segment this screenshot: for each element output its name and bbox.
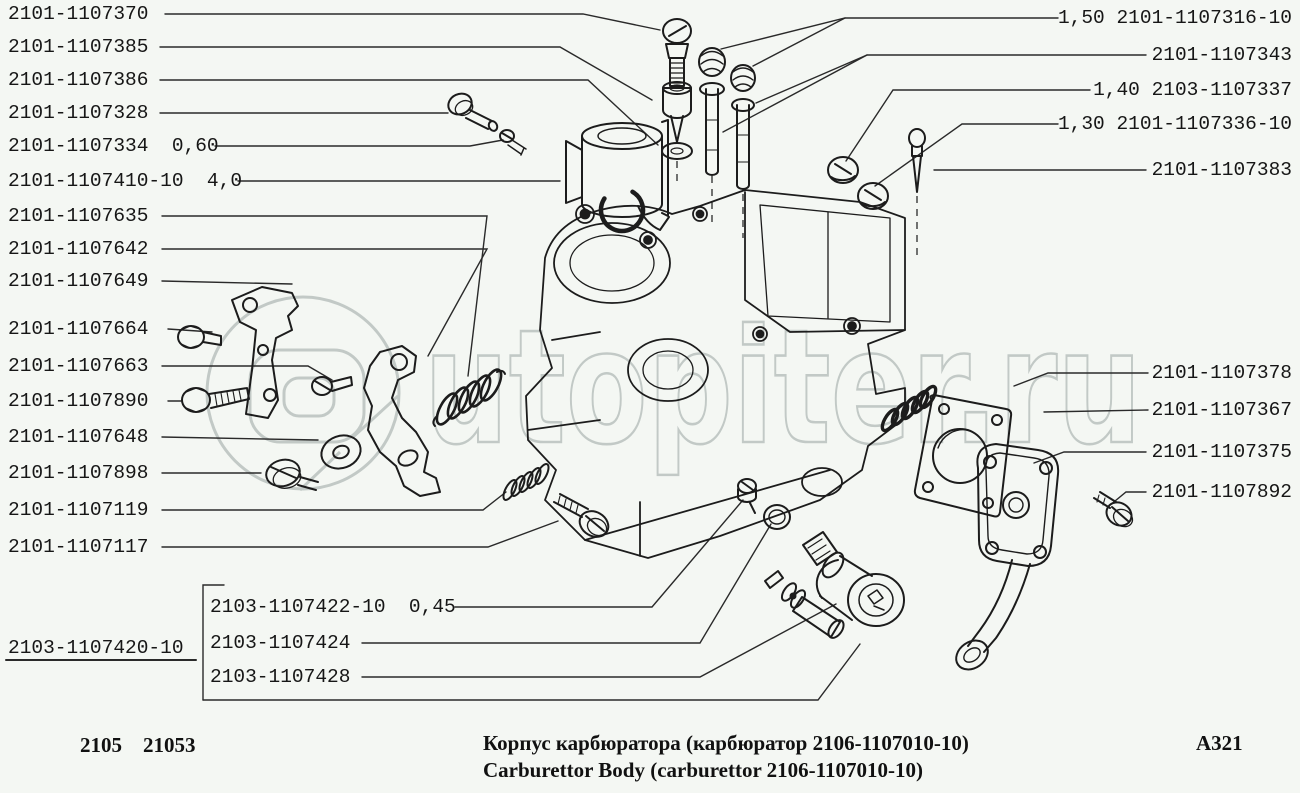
part-oring-424 bbox=[763, 504, 791, 530]
part-number-label: 2103-1107428 bbox=[210, 666, 351, 688]
part-number-label: 2101-1107649 bbox=[8, 270, 149, 292]
part-emulsion-tube-1 bbox=[698, 47, 726, 176]
part-number-label: 2101-1107375 bbox=[1151, 441, 1292, 463]
part-number-label: 2101-1107117 bbox=[8, 536, 149, 558]
part-pump-spring bbox=[880, 384, 938, 433]
part-number-label: 2101-1107370 bbox=[8, 3, 149, 25]
part-number-label: 2101-1107898 bbox=[8, 462, 149, 484]
part-needle-383 bbox=[908, 128, 926, 193]
part-number-label: 2101-1107642 bbox=[8, 238, 149, 260]
part-number-label: 2103-1107420-10 bbox=[8, 637, 184, 659]
part-screw-642 bbox=[311, 376, 353, 396]
part-solenoid-420 bbox=[802, 531, 905, 627]
part-number-label: 2101-1107663 bbox=[8, 355, 149, 377]
watermark-text: utopiter.ru bbox=[424, 296, 1142, 480]
part-plug-jet-1 bbox=[827, 156, 859, 184]
leader-lines bbox=[5, 13, 1149, 701]
part-number-label: 2101-1107890 bbox=[8, 390, 149, 412]
part-bolt-898 bbox=[265, 458, 319, 491]
part-spring-635 bbox=[432, 368, 506, 427]
part-spring-119 bbox=[502, 463, 550, 501]
part-lever-663 bbox=[363, 345, 441, 497]
model-code-2105: 2105 bbox=[80, 733, 122, 757]
part-number-label: 2101-1107119 bbox=[8, 499, 149, 521]
part-pump-cover-lever bbox=[955, 443, 1060, 671]
part-number-label: 2101-1107343 bbox=[1151, 44, 1292, 66]
part-pin-328 bbox=[447, 92, 499, 132]
part-emulsion-tube-2 bbox=[730, 64, 756, 190]
part-number-label: 2101-1107648 bbox=[8, 426, 149, 448]
carburettor-body bbox=[525, 189, 906, 559]
part-bolt-890 bbox=[181, 387, 250, 413]
part-number-label: 2101-1107367 bbox=[1151, 399, 1292, 421]
part-screw-117 bbox=[553, 493, 610, 538]
part-number-label: 2101-1107334 0,60 bbox=[8, 135, 219, 157]
part-number-label: 2101-1107383 bbox=[1151, 159, 1292, 181]
part-number-label: 2101-1107664 bbox=[8, 318, 149, 340]
caption-ru: Корпус карбюратора (карбюратор 2106-1107… bbox=[483, 731, 969, 755]
part-number-label: 2101-1107410-10 4,0 bbox=[8, 170, 243, 192]
part-plug-jet-2 bbox=[857, 182, 889, 210]
part-number-label: 2103-1107424 bbox=[210, 632, 351, 654]
part-number-label: 2101-1107635 bbox=[8, 205, 149, 227]
part-jet-334 bbox=[499, 129, 527, 156]
part-number-label: 2101-1107378 bbox=[1151, 362, 1292, 384]
part-screw-892 bbox=[1093, 491, 1134, 528]
part-number-label: 2101-1107385 bbox=[8, 36, 149, 58]
part-bolt-664 bbox=[177, 325, 222, 349]
caption-en: Carburettor Body (carburettor 2106-11070… bbox=[483, 758, 923, 782]
part-vent-tube bbox=[565, 119, 670, 234]
dashed-centrelines bbox=[676, 161, 918, 258]
model-code-21053: 21053 bbox=[143, 733, 196, 757]
part-bracket-649 bbox=[231, 286, 299, 419]
watermark-logo: utopiter.ru bbox=[205, 295, 1143, 492]
part-number-label: 2101-1107892 bbox=[1151, 481, 1292, 503]
part-washer-648 bbox=[320, 434, 362, 470]
part-needle-428 bbox=[764, 570, 845, 639]
part-number-label: 2101-1107386 bbox=[8, 69, 149, 91]
part-number-label: 1,40 2103-1107337 bbox=[1093, 79, 1292, 101]
part-number-label: 1,30 2101-1107336-10 bbox=[1057, 113, 1292, 135]
part-number-label: 2101-1107328 bbox=[8, 102, 149, 124]
part-valve-seat-422 bbox=[737, 478, 757, 514]
part-number-label: 2103-1107422-10 0,45 bbox=[210, 596, 456, 618]
part-number-label: 1,50 2101-1107316-10 bbox=[1057, 7, 1292, 29]
sheet-ref: A321 bbox=[1196, 731, 1243, 755]
part-needle-valve bbox=[661, 18, 693, 160]
